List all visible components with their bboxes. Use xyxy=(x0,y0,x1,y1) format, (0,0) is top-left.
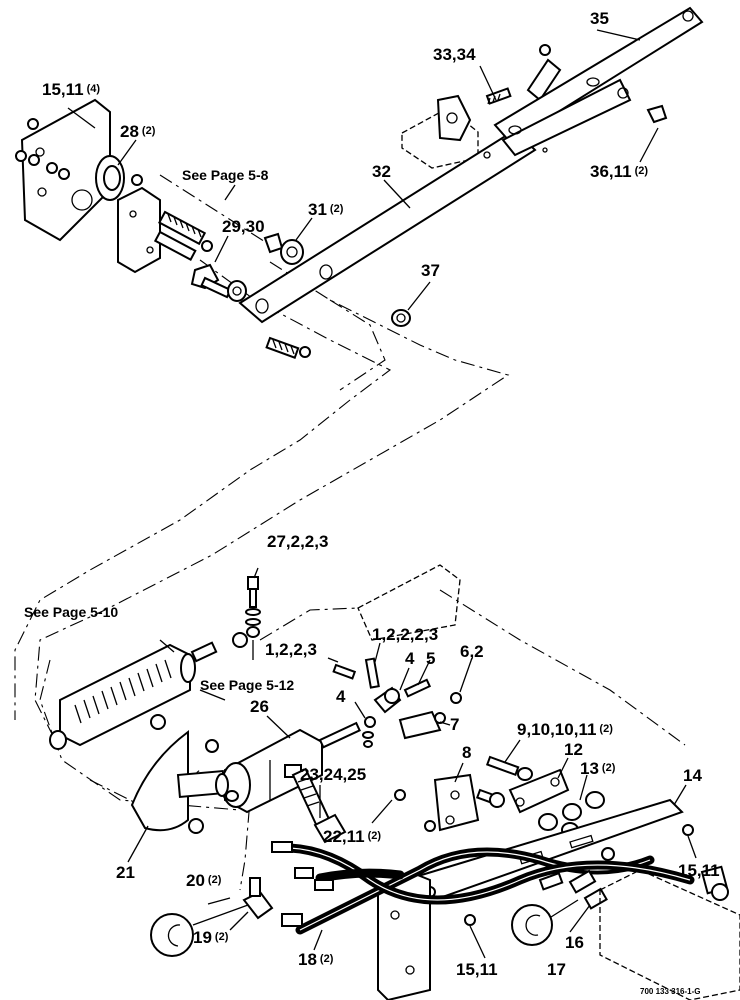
plate-21 xyxy=(130,714,229,834)
bolts-9-10 xyxy=(475,755,533,808)
callout-13: 13(2) xyxy=(580,759,616,778)
callout-4-lower: 4 xyxy=(336,687,346,706)
linkage-parts xyxy=(332,657,462,748)
arm-35 xyxy=(493,6,704,157)
callout-21: 21 xyxy=(116,863,135,882)
bushing-37 xyxy=(391,309,411,327)
bolt-27-stack xyxy=(245,576,261,660)
callouts: 35 33,34 15,11(4) 28(2) 36,11(2) 32 31(2… xyxy=(42,9,720,979)
seal-20 xyxy=(150,904,249,957)
bracket-33-34 xyxy=(436,44,562,142)
callout-20: 20(2) xyxy=(186,871,222,890)
callout-12: 12 xyxy=(564,740,583,759)
bracket-12 xyxy=(508,768,570,814)
callout-37: 37 xyxy=(421,261,440,280)
callout-9-10-10-11: 9,10,10,11(2) xyxy=(517,720,613,739)
callout-33-34: 33,34 xyxy=(433,45,476,64)
cylinder-26 xyxy=(221,721,361,814)
bearing-plate-28 xyxy=(15,98,143,242)
see-page-5-10: See Page 5-10 xyxy=(24,604,118,620)
callout-4-upper: 4 xyxy=(405,649,415,668)
callout-6-2: 6,2 xyxy=(460,642,484,661)
leader-lines xyxy=(67,29,697,959)
callout-35: 35 xyxy=(590,9,609,28)
callout-16: 16 xyxy=(565,933,584,952)
spring-cage xyxy=(49,632,248,750)
fitting-19 xyxy=(242,877,274,920)
callout-31: 31(2) xyxy=(308,200,344,219)
callout-19: 19(2) xyxy=(193,928,229,947)
callout-36-11: 36,11(2) xyxy=(590,162,648,181)
bracket-8 xyxy=(394,773,480,832)
callout-1-2-2-3: 1,2,2,3 xyxy=(265,640,317,659)
callout-1-2-2-2-3: 1,2,2,2,3 xyxy=(372,625,438,644)
callout-5: 5 xyxy=(426,649,435,668)
callout-7: 7 xyxy=(450,715,459,734)
callout-28: 28(2) xyxy=(120,122,156,141)
callout-22-11: 22,11(2) xyxy=(323,827,381,846)
washer-31 xyxy=(263,232,304,265)
callout-8: 8 xyxy=(462,743,471,762)
spring-bracket xyxy=(117,186,311,359)
arm-32 xyxy=(238,128,548,324)
see-page-5-8: See Page 5-8 xyxy=(182,167,269,183)
callout-15-11-right: 15,11 xyxy=(678,861,720,880)
page-references: See Page 5-8 See Page 5-10 See Page 5-12 xyxy=(24,167,294,693)
hoses-18 xyxy=(271,841,695,935)
see-page-5-12: See Page 5-12 xyxy=(200,677,294,693)
mounting-plate-upper-phantom xyxy=(357,107,479,641)
callout-14: 14 xyxy=(683,766,702,785)
callout-18: 18(2) xyxy=(298,950,334,969)
callout-15-11-top: 15,11(4) xyxy=(42,80,100,99)
callout-29-30: 29,30 xyxy=(222,217,265,236)
callout-27-2-2-3: 27,2,2,3 xyxy=(267,532,328,551)
fitting-16 xyxy=(538,869,608,910)
figure-id: 700 133 316-1-G xyxy=(640,987,701,996)
valve-block xyxy=(599,865,740,1000)
bolt-29-30 xyxy=(190,263,247,302)
callout-26: 26 xyxy=(250,697,269,716)
centerlines xyxy=(14,174,686,891)
seal-17 xyxy=(511,899,579,946)
callout-17: 17 xyxy=(547,960,566,979)
callout-23-24-25: 23,24,25 xyxy=(300,765,366,784)
callout-32: 32 xyxy=(372,162,391,181)
callout-15-11-bottom: 15,11 xyxy=(456,960,498,979)
